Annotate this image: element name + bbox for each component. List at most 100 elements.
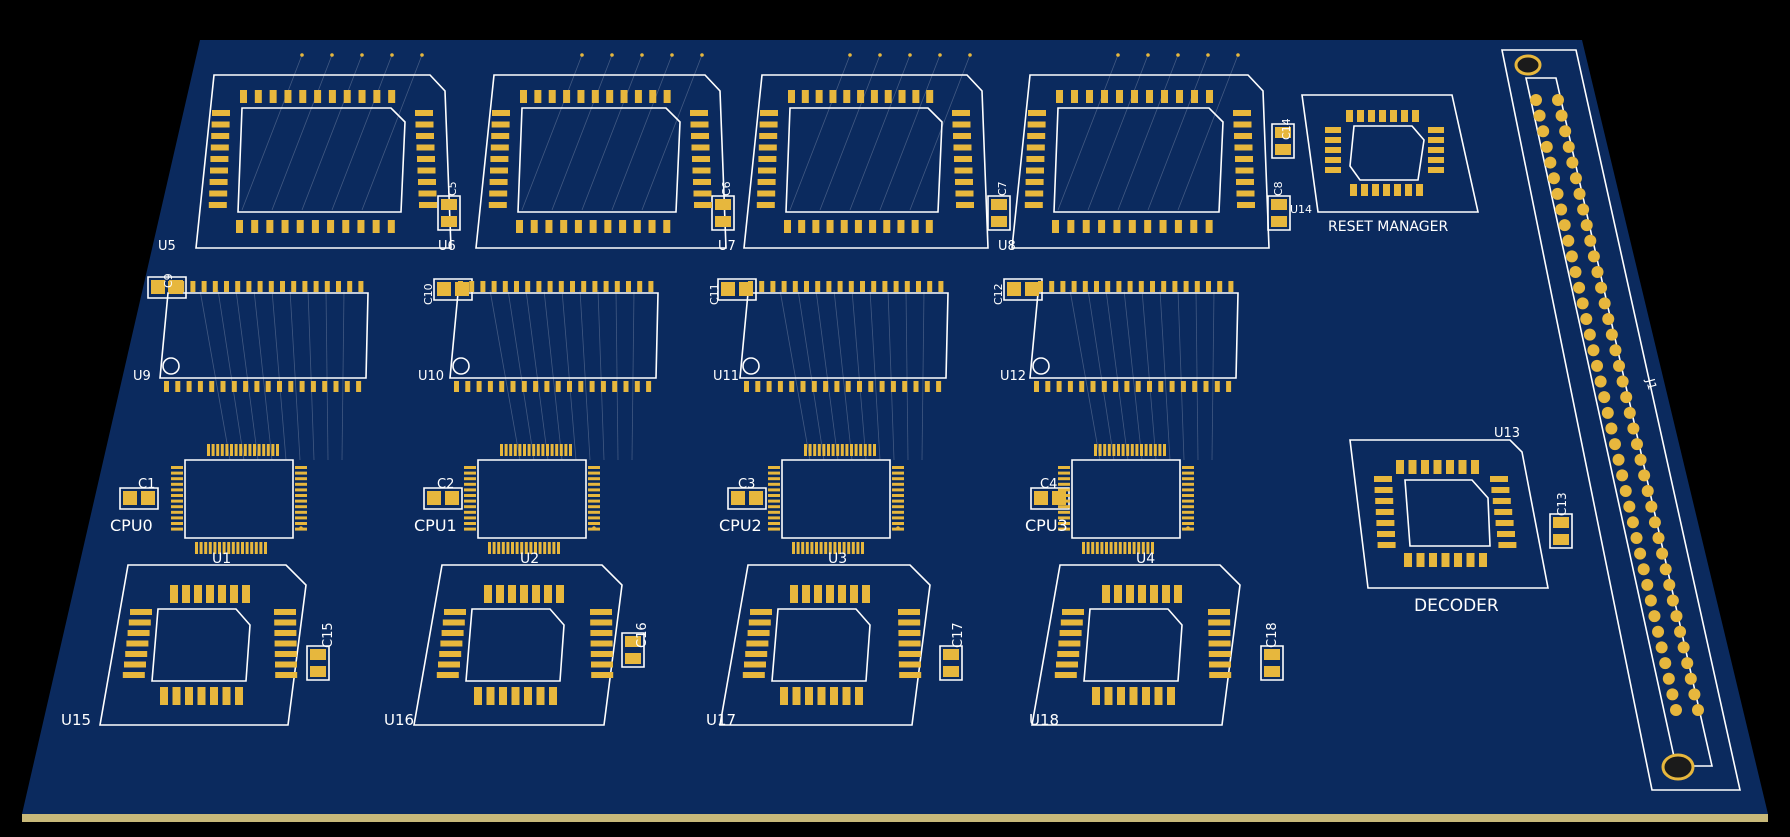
cap-c18-outline: [1260, 645, 1284, 681]
plcc28-bot-pad-3-0: [1092, 687, 1100, 705]
plcc28-right-pad-2-5: [899, 661, 921, 668]
cap-c15-pad-a: [310, 649, 326, 660]
plcc28-bot-pad-1-3: [511, 687, 520, 705]
cpu-left-pad-3-7: [1058, 505, 1070, 509]
plcc44-right-pad-1-8: [694, 202, 712, 208]
tsop-top-pad-0-11: [291, 281, 297, 292]
j1-pin-a-28: [1630, 531, 1643, 544]
tsop-top-pad-2-16: [927, 281, 933, 292]
plcc44-via-3-2: [1176, 53, 1180, 57]
plcc44-top-pad-1-9: [649, 90, 657, 103]
tsop-pin1-0: [162, 357, 180, 375]
plcc28-top-pad-1-3: [520, 585, 528, 603]
tsop-bot-pad-2-6: [811, 381, 817, 392]
cpu-top-pad-3-1: [1098, 444, 1102, 456]
tsop-trace-2-3: [833, 289, 853, 461]
tsop-bot-pad-3-15: [1203, 381, 1209, 392]
plcc44-top-pad-0-0: [240, 90, 247, 103]
plcc44-right-pad-2-6: [955, 179, 973, 185]
decoder-bot-pad-1: [1416, 553, 1425, 567]
plcc44-top-pad-1-1: [534, 90, 542, 103]
decoder-bot-pad-6: [1479, 553, 1487, 567]
cpu-right-pad-3-1: [1182, 471, 1194, 475]
tsop-bot-pad-1-10: [567, 381, 572, 392]
tsop-top-pad-0-10: [280, 281, 285, 292]
plcc44-via-3-4: [1236, 53, 1240, 57]
ref-C5: C5: [446, 181, 459, 196]
cpu-bot-pad-1-5: [511, 542, 514, 554]
decoder-right-pad-5: [1497, 531, 1515, 537]
ref-C1: C1: [138, 477, 155, 492]
cpu-left-pad-2-6: [768, 499, 780, 503]
plcc44-via-1-4: [700, 53, 704, 57]
tsop-bot-pad-0-16: [344, 381, 350, 392]
board-edge: [22, 814, 1768, 822]
tsop-top-pad-3-2: [1060, 281, 1066, 292]
plcc44-top-pad-0-2: [269, 90, 277, 103]
plcc44-left-pad-0-2: [211, 133, 230, 139]
decoder-left-pad-5: [1377, 531, 1395, 537]
ref-U14: U14: [1290, 203, 1312, 216]
plcc44-via-2-3: [938, 53, 942, 57]
plcc44-body-1: [517, 107, 681, 213]
plcc28-top-pad-2-3: [826, 585, 834, 603]
cpu-top-pad-2-10: [850, 444, 853, 456]
tsop-bot-pad-2-15: [913, 381, 919, 392]
tsop-top-pad-3-17: [1228, 281, 1234, 292]
plcc44-via-3-1: [1146, 53, 1150, 57]
reset-bot-pad-2: [1372, 184, 1379, 196]
plcc44-right-pad-0-5: [417, 167, 436, 174]
plcc28-left-pad-1-6: [436, 672, 459, 678]
plcc44-left-pad-2-0: [760, 110, 778, 116]
cpu-left-pad-2-4: [768, 488, 780, 492]
tsop-outline-2: [739, 292, 949, 379]
tsop-top-pad-1-10: [570, 281, 575, 292]
cpu-right-pad-3-2: [1182, 477, 1194, 481]
tsop-bot-pad-1-6: [521, 381, 527, 392]
decoder-left-pad-2: [1375, 498, 1394, 504]
cpu-outline-0: [184, 459, 294, 539]
cap-c3-pad-a: [731, 491, 745, 505]
j1-mount-hole-bottom: [1661, 753, 1695, 781]
tsop-top-pad-2-6: [815, 281, 821, 292]
cpu-bot-pad-3-12: [1137, 542, 1141, 554]
plcc44-via-2-2: [908, 53, 912, 57]
tsop-top-pad-2-3: [781, 281, 787, 292]
plcc28-right-pad-1-3: [590, 640, 613, 647]
plcc44-bot-pad-2-1: [798, 220, 806, 233]
cpu-bot-pad-2-13: [851, 542, 855, 554]
tsop-top-pad-0-13: [313, 281, 319, 292]
cpu-bot-pad-0-11: [245, 542, 249, 554]
plcc44-bot-pad-0-1: [251, 220, 259, 233]
plcc28-bot-pad-2-1: [792, 687, 801, 705]
cpu-right-pad-3-8: [1182, 510, 1194, 514]
j1-pin-a-4: [1544, 156, 1557, 169]
cpu-top-pad-3-8: [1130, 444, 1134, 456]
plcc28-right-pad-0-6: [275, 672, 298, 678]
plcc44-top-pad-2-4: [843, 90, 851, 103]
cpu-top-pad-1-11: [550, 444, 554, 456]
cpu-bot-pad-1-12: [543, 542, 547, 554]
tsop-bot-pad-0-6: [231, 381, 237, 392]
cpu-top-pad-1-2: [509, 444, 513, 456]
tsop-trace-3-3: [1123, 289, 1143, 461]
plcc28-bot-pad-1-2: [499, 687, 507, 705]
plcc44-right-pad-0-2: [416, 133, 434, 139]
j1-pin-a-20: [1601, 406, 1614, 419]
tsop-top-pad-0-8: [257, 281, 263, 292]
cpu-right-pad-2-0: [892, 466, 904, 469]
cpu-top-pad-1-15: [569, 444, 572, 456]
cpu-right-pad-0-5: [295, 494, 307, 497]
plcc44-trace-0-2: [301, 54, 363, 211]
connector-j1-inner: [1525, 77, 1714, 767]
cpu-right-pad-2-4: [892, 488, 904, 492]
cap-c14-outline: [1271, 123, 1295, 159]
plcc44-bot-pad-2-9: [911, 220, 919, 233]
plcc44-trace-1-1: [551, 54, 613, 211]
cpu-left-pad-2-9: [768, 516, 780, 520]
cpu2-label: CPU2: [719, 516, 762, 535]
tsop-bot-pad-2-0: [744, 381, 749, 392]
plcc44-top-pad-0-6: [328, 90, 336, 103]
tsop-top-pad-1-5: [514, 281, 519, 292]
tsop-top-pad-2-17: [938, 281, 944, 292]
